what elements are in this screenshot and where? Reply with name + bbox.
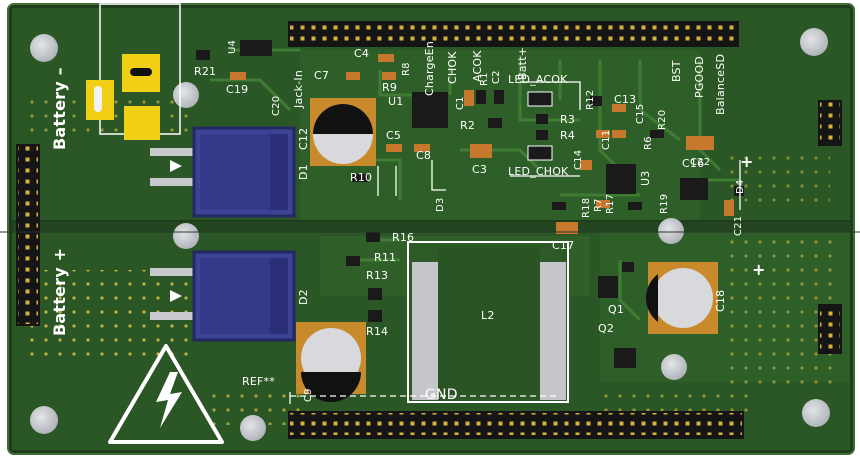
ic-u3 (606, 164, 636, 194)
cap-c12 (310, 98, 376, 166)
label-c4: C4 (354, 47, 370, 60)
label-gnd: GND (425, 387, 458, 403)
label-r17: R17 (605, 193, 616, 214)
ic-c22 (680, 178, 708, 200)
label-q1: Q1 (608, 303, 625, 316)
label-r8: R8 (401, 62, 412, 76)
label-r13: R13 (366, 269, 389, 282)
label-u1: U1 (388, 95, 404, 108)
led-acok (527, 91, 553, 107)
ic-q1 (598, 276, 618, 298)
label-plus-right: + (752, 260, 766, 279)
silkscreen-lines (289, 81, 741, 404)
label-battery-pos: Battery + (50, 247, 69, 336)
label-l2: L2 (481, 309, 495, 322)
label-c1: C1 (455, 96, 466, 110)
label-bst: BST (670, 60, 683, 82)
ic-u4 (240, 40, 272, 56)
warning-symbol (108, 344, 224, 444)
mounting-holes (30, 28, 830, 441)
diode-d1 (150, 126, 296, 218)
label-r11: R11 (374, 251, 397, 264)
label-u3: U3 (639, 170, 652, 186)
label-r19: R19 (659, 193, 670, 214)
label-c22: C22 (690, 157, 711, 168)
label-q2: Q2 (598, 322, 615, 335)
label-balance-sd: BalanceSD (714, 53, 727, 115)
label-d1: D1 (297, 164, 310, 180)
label-c2: C2 (491, 70, 502, 84)
label-c13: C13 (614, 93, 637, 106)
label-pgood: PGOOD (693, 56, 706, 98)
inductor-l2 (407, 241, 569, 403)
label-c15: C15 (635, 103, 646, 124)
label-c3: C3 (472, 163, 488, 176)
label-ref: REF** (242, 375, 275, 388)
label-charge-en: ChargeEn (423, 41, 436, 96)
label-chok: CHOK (446, 51, 459, 84)
ic-u1 (412, 92, 448, 128)
label-r3: R3 (560, 113, 576, 126)
label-jack-in: Jack-In (292, 70, 305, 108)
cap-c9 (296, 322, 366, 402)
label-r10: R10 (350, 171, 373, 184)
label-plus-mid: + (740, 152, 754, 171)
label-r9: R9 (382, 81, 398, 94)
label-r1: R1 (479, 72, 490, 86)
label-battery-neg: Battery – (50, 67, 69, 150)
label-r20: R20 (657, 109, 668, 130)
ic-q2 (614, 348, 636, 368)
label-led-chok: LED_CHOK (508, 165, 569, 178)
label-c11: C11 (601, 129, 612, 150)
label-c17: C17 (552, 239, 575, 252)
label-r4: R4 (560, 129, 576, 142)
label-d2: D2 (297, 289, 310, 305)
label-r16: R16 (392, 231, 415, 244)
smd-passives (196, 50, 744, 322)
label-c19: C19 (226, 83, 249, 96)
label-d3: D3 (435, 197, 446, 212)
label-c12: C12 (297, 127, 310, 150)
label-c18: C18 (714, 289, 727, 312)
diode-d2 (150, 250, 296, 342)
led-chok (527, 145, 553, 161)
label-c21: C21 (733, 215, 744, 236)
label-c8: C8 (416, 149, 432, 162)
label-c7: C7 (314, 69, 330, 82)
label-c20: C20 (271, 95, 282, 116)
label-r18: R18 (581, 197, 592, 218)
dc-jack-footprint (86, 3, 181, 140)
label-r21: R21 (194, 65, 217, 78)
label-r6: R6 (643, 136, 654, 150)
label-r12: R12 (585, 89, 596, 110)
label-r7: R7 (593, 198, 604, 212)
label-c16: C16 (682, 157, 705, 170)
label-c14: C14 (573, 149, 584, 170)
cap-c18 (646, 262, 718, 334)
label-r14: R14 (366, 325, 389, 338)
label-u4: U4 (227, 39, 238, 54)
label-c9: C9 (303, 388, 314, 402)
label-r2: R2 (460, 119, 476, 132)
label-c5: C5 (386, 129, 402, 142)
label-led-acok: LED_ACOK (508, 73, 568, 86)
label-d4: D4 (735, 179, 746, 194)
